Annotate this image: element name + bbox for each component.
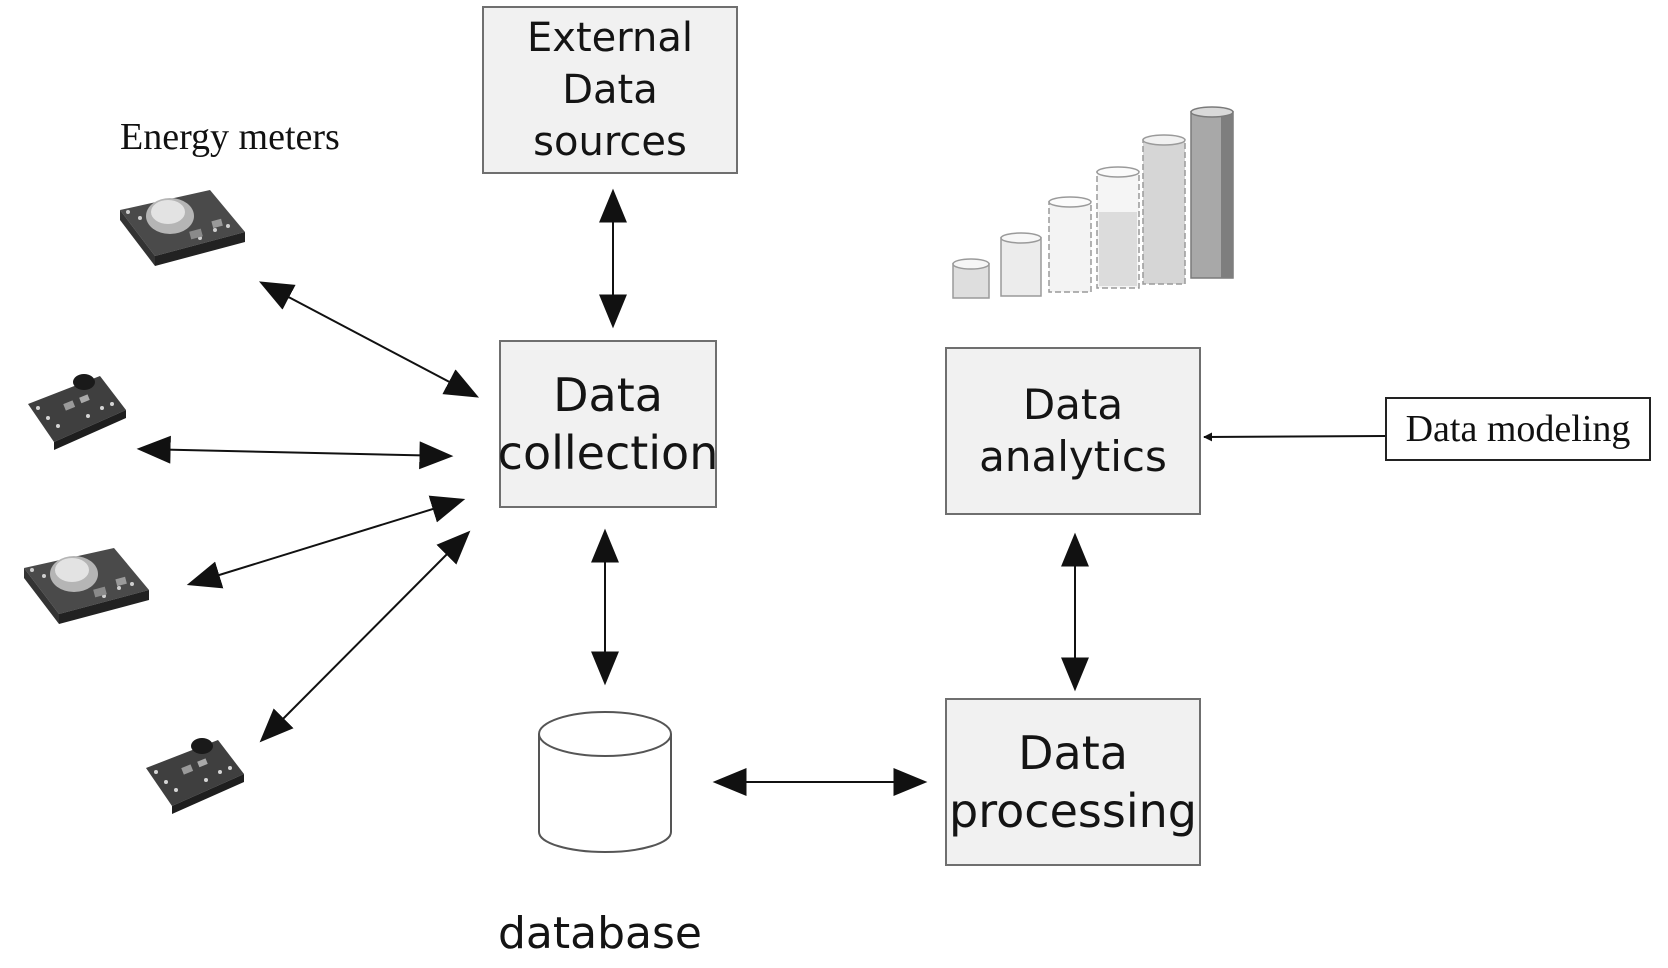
processing-line-2: processing: [949, 784, 1197, 838]
bar-chart-icon: [952, 106, 1234, 299]
bar-chart-bar: [1190, 106, 1234, 279]
bar-chart-bar: [1142, 134, 1186, 285]
collection-line-2: collection: [497, 426, 719, 480]
collection-line-1: Data: [553, 368, 663, 422]
external-line-2: Data: [562, 67, 658, 113]
analytics-line-2: analytics: [979, 432, 1167, 481]
energy-meter-3: [24, 548, 149, 624]
data-processing-box: Data processing: [945, 698, 1201, 866]
database-cylinder-icon: [538, 711, 672, 853]
external-line-1: External: [527, 15, 693, 61]
data-modeling-box: Data modeling: [1385, 397, 1651, 461]
energy-meter-1: [120, 190, 245, 266]
bar-chart-bar: [1000, 232, 1042, 297]
data-analytics-box: Data analytics: [945, 347, 1201, 515]
processing-line-1: Data: [1018, 726, 1128, 780]
external-line-3: sources: [533, 119, 687, 165]
energy-meter-2: [28, 374, 126, 450]
energy-meters-label: Energy meters: [120, 116, 340, 158]
arrow-meter2-collection: [136, 435, 454, 470]
analytics-line-1: Data: [1022, 380, 1124, 429]
data-modeling-label: Data modeling: [1405, 408, 1631, 450]
bar-chart-bar: [1048, 196, 1092, 293]
arrow-meter1-collection: [258, 281, 480, 398]
data-collection-box: Data collection: [497, 340, 719, 508]
arrow-modeling-analytics: [1203, 432, 1386, 442]
bar-chart-bar: [952, 258, 990, 299]
bar-chart-bar: [1096, 166, 1140, 289]
energy-meter-4: [146, 738, 244, 814]
external-data-sources-box: External Data sources: [482, 6, 738, 174]
database-label: database: [498, 908, 702, 959]
arrow-meter4-collection: [259, 530, 471, 743]
arrow-meter3-collection: [186, 495, 466, 589]
